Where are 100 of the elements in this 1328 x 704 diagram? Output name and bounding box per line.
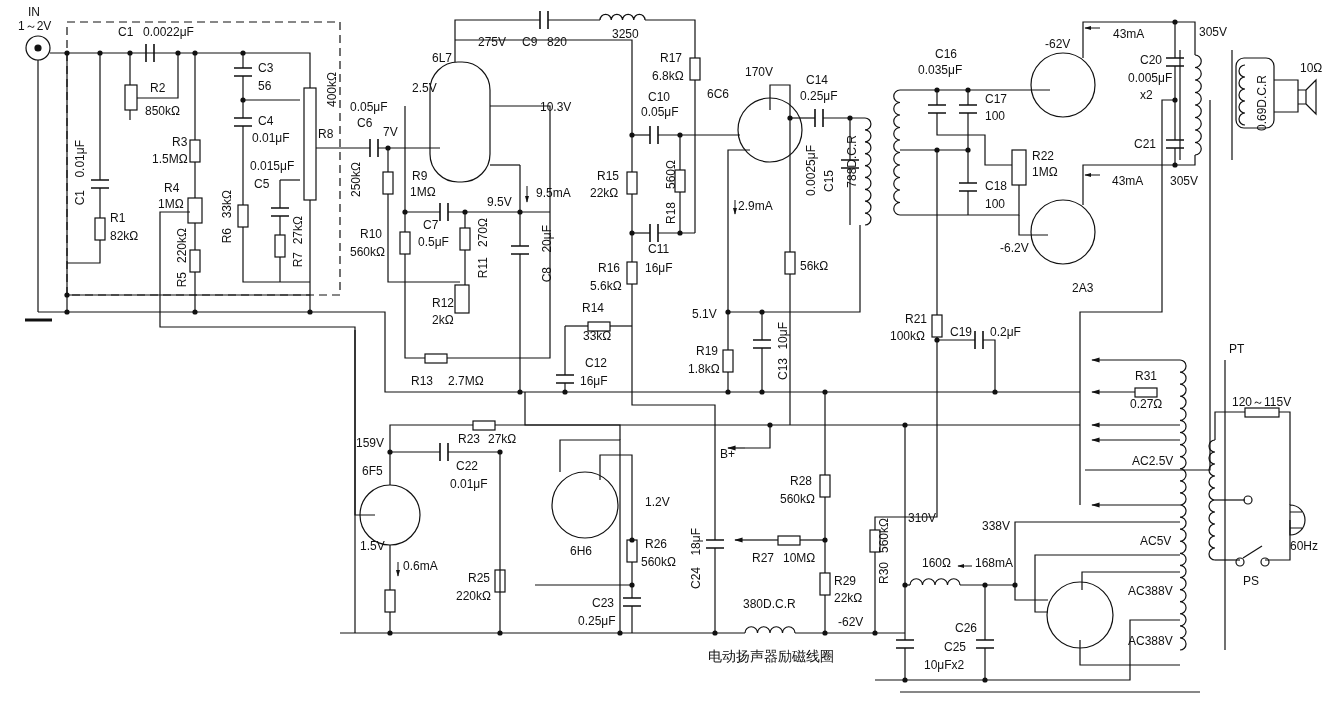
component-label: C24 [690,567,703,589]
component-label: R15 [597,170,619,183]
component-label: 7V [383,126,398,139]
component-label: 6L7 [432,52,453,65]
component-label: 10μF [777,322,790,350]
component-label: C21 [1134,138,1156,151]
component-label: 16μF [645,262,673,275]
component-label: 560Ω [665,160,678,189]
component-label: R1 [110,212,126,225]
component-label: 0.01μF [252,132,290,145]
component-label: C1 [74,190,87,206]
component-label: C23 [592,597,614,610]
component-label: C15 [823,170,836,192]
component-label: R22 [1032,150,1054,163]
component-label: C11 [648,243,670,256]
component-label: 560kΩ [878,518,891,553]
component-label: 250kΩ [350,162,363,197]
component-label: R7 [292,252,305,268]
component-label: 220kΩ [456,590,491,603]
component-label: C9 [522,36,538,49]
component-label: 0.25μF [800,90,838,103]
component-label: R23 [458,433,480,446]
component-label: 6.8kΩ [652,70,684,83]
component-label: x2 [1140,89,1153,102]
component-label: 0.27Ω [1130,398,1163,411]
component-label: AC5V [1140,535,1172,548]
component-label: C5 [254,178,270,191]
component-label: 305V [1170,175,1199,188]
component-label: R25 [468,572,490,585]
component-label: -62V [838,616,864,629]
component-label: 22kΩ [590,187,619,200]
component-label: 56 [258,80,272,93]
component-label: 1～2V [18,20,52,33]
component-label: C10 [648,91,670,104]
component-label: C14 [806,74,828,87]
component-label: 0.0025μF [805,145,818,196]
component-label: 1MΩ [410,186,436,199]
component-label: 170V [745,66,774,79]
component-label: 1MΩ [158,198,184,211]
component-label: 850kΩ [145,105,180,118]
component-label: 43mA [1113,28,1145,41]
component-label: R9 [412,170,428,183]
component-label: 0.5μF [418,236,449,249]
component-label: C8 [541,267,554,283]
component-label: 100 [985,110,1006,123]
component-label: 305V [1199,26,1228,39]
component-label: R26 [645,538,667,551]
caption-text: 电动扬声器励磁线圈 [708,650,834,663]
component-label: 27kΩ [488,433,517,446]
component-label: R29 [834,575,856,588]
component-label: 100 [985,198,1006,211]
component-label: 788D.C.R [846,135,859,188]
component-label: R10 [360,228,382,241]
component-label: R12 [432,297,454,310]
component-label: C22 [456,460,478,473]
component-label: 1.2V [645,496,670,509]
component-label: 18μF [690,528,703,556]
component-label: C25 [944,641,966,654]
component-label: R11 [477,257,490,279]
component-label: 5.6kΩ [590,280,622,293]
component-label: 43mA [1112,175,1144,188]
component-label: R17 [660,52,682,65]
component-label: 159V [356,437,385,450]
component-label: R13 [411,375,433,388]
component-label: 10.3V [540,101,572,114]
component-label: 270Ω [477,218,490,247]
component-label: R5 [176,272,189,288]
component-label: 27kΩ [292,216,305,245]
component-label: R16 [598,262,620,275]
component-label: 0.69D.C.R [1256,75,1269,132]
component-label: C13 [777,358,790,380]
component-label: C19 [950,326,972,339]
component-label: AC388V [1128,585,1173,598]
component-label: C1 [118,26,134,39]
component-label: 338V [982,520,1011,533]
component-label: R19 [696,345,718,358]
component-label: 6H6 [570,545,592,558]
component-label: R6 [221,228,234,244]
component-label: 20μF [541,225,554,253]
component-label: 560kΩ [780,493,815,506]
component-label: 0.05μF [350,101,388,114]
component-label: 0.0022μF [143,26,194,39]
component-label: 0.005μF [1128,72,1173,85]
component-label: 3250 [612,28,639,41]
component-label: 5.1V [692,308,717,321]
component-label: 0.035μF [918,64,963,77]
component-label: IN [28,6,40,19]
component-label: 310V [908,512,937,525]
component-label: 120～115V [1232,396,1292,409]
component-label: 6C6 [707,88,729,101]
component-label: R18 [665,202,678,224]
component-label: 1MΩ [1032,166,1058,179]
component-label: R3 [172,136,188,149]
component-label: 168mA [975,557,1014,570]
component-label: C16 [935,48,957,61]
component-label: AC2.5V [1132,455,1174,468]
component-label: 16μF [580,375,608,388]
component-label: -6.2V [1000,242,1029,255]
component-label: 820 [547,36,568,49]
component-label: C20 [1140,54,1162,67]
